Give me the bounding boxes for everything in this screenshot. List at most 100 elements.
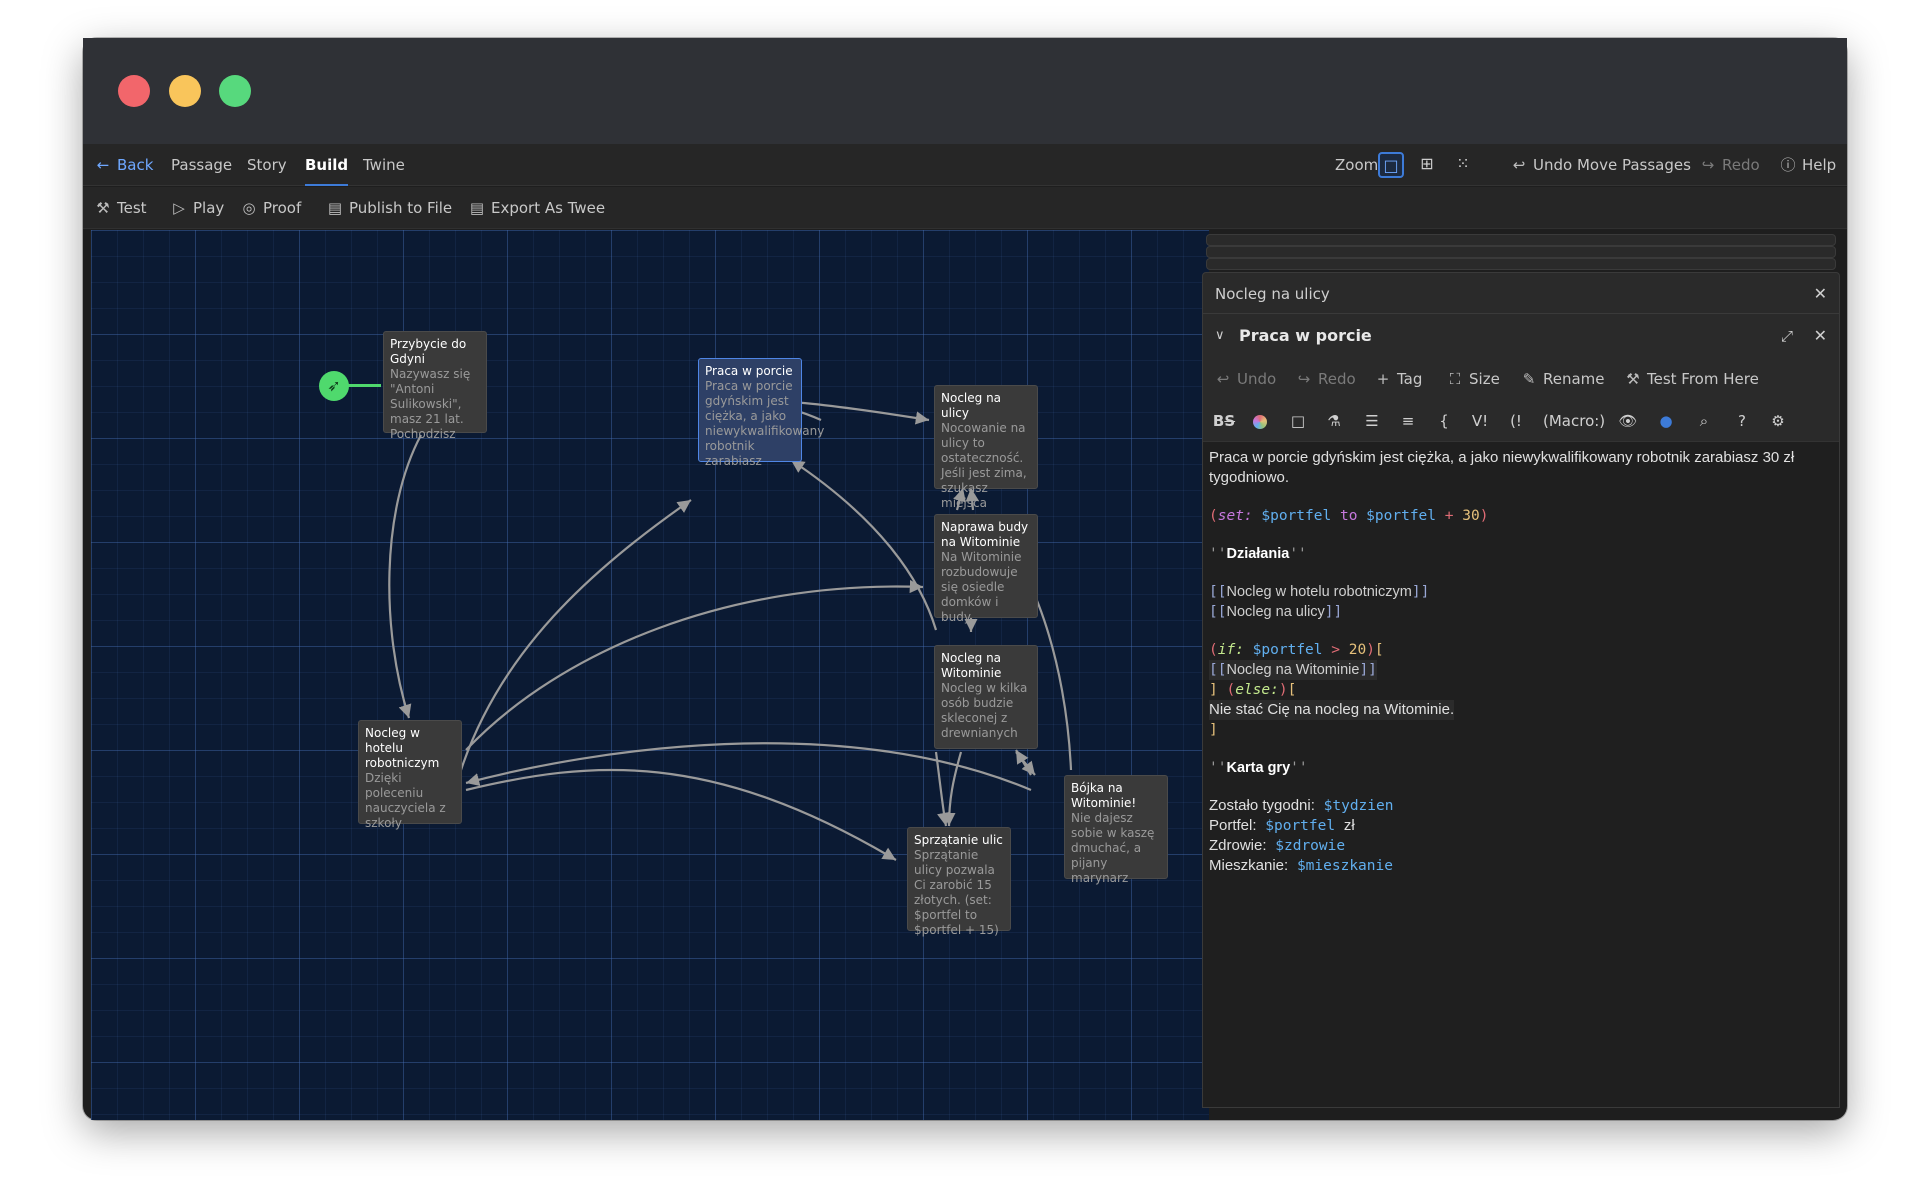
color-icon[interactable]: [1249, 400, 1271, 442]
passage-title: Nocleg na Witominie: [941, 651, 1002, 680]
size-button[interactable]: ⛶Size: [1447, 358, 1500, 400]
passage-title: Sprzątanie ulic: [914, 833, 1003, 847]
close-icon[interactable]: ✕: [1813, 284, 1827, 303]
stacked-dialog-edge[interactable]: [1206, 258, 1836, 270]
maximize-icon[interactable]: ⤢: [1780, 327, 1793, 345]
test-button[interactable]: ⚒Test: [95, 187, 146, 229]
passage-card[interactable]: Nocleg na Witominie Nocleg w kilka osób …: [934, 645, 1038, 749]
find-replace-icon[interactable]: (!: [1510, 412, 1522, 430]
help-circle-icon: ⓘ: [1780, 156, 1796, 174]
variable-icon[interactable]: V!: [1471, 412, 1489, 430]
editor-line: [[Nocleg na ulicy]]: [1209, 604, 1343, 620]
tab-twine[interactable]: Twine: [363, 156, 405, 174]
export-twee-button[interactable]: ▤Export As Twee: [469, 187, 605, 229]
passage-excerpt: Na Witominie rozbudowuje się osiedle dom…: [941, 550, 1022, 624]
search-icon[interactable]: ⌕: [1699, 412, 1709, 430]
list-icon[interactable]: ☰: [1365, 412, 1379, 430]
question-icon[interactable]: ?: [1738, 412, 1746, 430]
zoom-30-button[interactable]: ⁙: [1450, 152, 1476, 178]
editor-line: Zdrowie: $zdrowie: [1209, 837, 1346, 854]
bold-strike-icon[interactable]: BS: [1212, 412, 1236, 430]
plus-icon: +: [1376, 370, 1390, 388]
undo-button[interactable]: ↩Undo: [1215, 358, 1276, 400]
passage-card[interactable]: Sprzątanie ulic Sprzątanie ulicy pozwala…: [907, 827, 1011, 937]
pencil-icon: ✎: [1522, 370, 1536, 388]
tab-build[interactable]: Build: [305, 144, 349, 186]
dialog-collapsed[interactable]: Nocleg na ulicy ✕: [1202, 272, 1840, 314]
editor-line: ]: [1209, 722, 1218, 738]
minimize-window-button[interactable]: [169, 75, 201, 107]
link-arrow: [942, 751, 963, 827]
title-bar: [83, 38, 1847, 144]
passage-excerpt: Praca w porcie gdyńskim jest ciężka, a j…: [705, 379, 825, 468]
file-icon: ▤: [327, 199, 343, 217]
zoom-100-button[interactable]: □: [1378, 152, 1404, 178]
redo-icon: ↪: [1297, 370, 1311, 388]
editor-line: Zostało tygodni: $tydzien: [1209, 797, 1394, 814]
arrow-left-icon: ←: [96, 156, 110, 174]
gear-icon[interactable]: ⚙: [1771, 412, 1785, 430]
resize-icon: ⛶: [1449, 370, 1461, 388]
editor-line: (set: $portfel to $portfel + 30): [1209, 508, 1489, 524]
redo-button[interactable]: ↪Redo: [1700, 144, 1760, 186]
story-map[interactable]: ➶ Przybycie do Gdyni Nazywasz się "Anton…: [91, 230, 1209, 1120]
close-window-button[interactable]: [118, 75, 150, 107]
passage-title: Praca w porcie: [705, 364, 793, 378]
app-window: ←Back Passage Story Build Twine Zoom □ ⊞…: [83, 38, 1847, 1120]
editor-line: ''Karta gry'': [1209, 760, 1308, 776]
chevron-down-icon[interactable]: ∨: [1215, 328, 1225, 343]
eye-icon[interactable]: 👁: [1618, 412, 1638, 430]
dialog-title: Praca w porcie: [1239, 326, 1372, 345]
harlowe-toolbar: BS □ ⚗ ☰ ≡ { V! (! (Macro:) 👁 ● ⌕ ? ⚙: [1203, 400, 1839, 442]
zoom-60-button[interactable]: ⊞: [1414, 152, 1440, 178]
grid-4-icon: ⊞: [1420, 154, 1434, 173]
dialog-title: Nocleg na ulicy: [1215, 285, 1330, 303]
proof-button[interactable]: ◎Proof: [241, 187, 301, 229]
close-icon[interactable]: ✕: [1813, 326, 1827, 345]
link-arrow: [465, 579, 924, 751]
passage-card-selected[interactable]: Praca w porcie Praca w porcie gdyńskim j…: [698, 358, 824, 468]
editor-line: tygodniowo.: [1209, 469, 1290, 486]
speech-bubble-icon[interactable]: ●: [1659, 412, 1673, 430]
editor-line: Mieszkanie: $mieszkanie: [1209, 857, 1393, 874]
align-icon[interactable]: ≡: [1401, 412, 1415, 430]
macro-button[interactable]: (Macro:): [1543, 412, 1606, 430]
wrench-icon: ⚒: [1626, 370, 1640, 388]
square-icon: □: [1383, 156, 1399, 175]
editor-line: Portfel: $portfel zł: [1209, 817, 1355, 834]
passage-card[interactable]: Nocleg w hotelu robotniczym Dzięki polec…: [358, 720, 462, 830]
stacked-dialog-edge[interactable]: [1206, 234, 1836, 246]
maximize-window-button[interactable]: [219, 75, 251, 107]
link-arrow: [465, 742, 1032, 792]
test-from-here-button[interactable]: ⚒Test From Here: [1625, 358, 1759, 400]
back-button[interactable]: ←Back: [95, 144, 154, 186]
link-arrow: [388, 434, 422, 719]
undo-icon: ↩: [1216, 370, 1230, 388]
stacked-dialog-edge[interactable]: [1206, 246, 1836, 258]
passage-excerpt: Dzięki poleceniu nauczyciela z szkoły: [365, 771, 446, 830]
border-icon[interactable]: □: [1290, 412, 1306, 430]
passage-card[interactable]: Bójka na Witominie! Nie dajesz sobie w k…: [1064, 775, 1168, 885]
redo-button[interactable]: ↪Redo: [1296, 358, 1356, 400]
passage-card[interactable]: Nocleg na ulicy Nocowanie na ulicy to os…: [934, 385, 1038, 510]
publish-button[interactable]: ▤Publish to File: [327, 187, 452, 229]
play-button[interactable]: ▷Play: [171, 187, 224, 229]
dialog-header: ∨ Praca w porcie ⤢ ✕: [1203, 314, 1839, 358]
passage-card[interactable]: Przybycie do Gdyni Nazywasz się "Antoni …: [383, 331, 487, 441]
tab-passage[interactable]: Passage: [171, 156, 233, 174]
add-tag-button[interactable]: +Tag: [1375, 358, 1423, 400]
link-arrow: [465, 768, 897, 861]
transition-icon[interactable]: ⚗: [1327, 412, 1341, 430]
editor-line: ] (else:)[: [1209, 682, 1297, 698]
tab-story[interactable]: Story: [247, 156, 287, 174]
link-arrow: [790, 459, 938, 631]
passage-excerpt: Nazywasz się "Antoni Sulikowski", masz 2…: [390, 367, 471, 441]
hook-icon[interactable]: {: [1439, 412, 1449, 430]
undo-button[interactable]: ↩Undo Move Passages: [1511, 144, 1691, 186]
passage-title: Nocleg w hotelu robotniczym: [365, 726, 440, 770]
passage-excerpt: Nie dajesz sobie w kaszę dmuchać, a pija…: [1071, 811, 1155, 885]
rename-button[interactable]: ✎Rename: [1521, 358, 1605, 400]
passage-card[interactable]: Naprawa budy na Witominie Na Witominie r…: [934, 514, 1038, 624]
build-toolbar: ⚒Test ▷Play ◎Proof ▤Publish to File ▤Exp…: [83, 187, 1847, 229]
